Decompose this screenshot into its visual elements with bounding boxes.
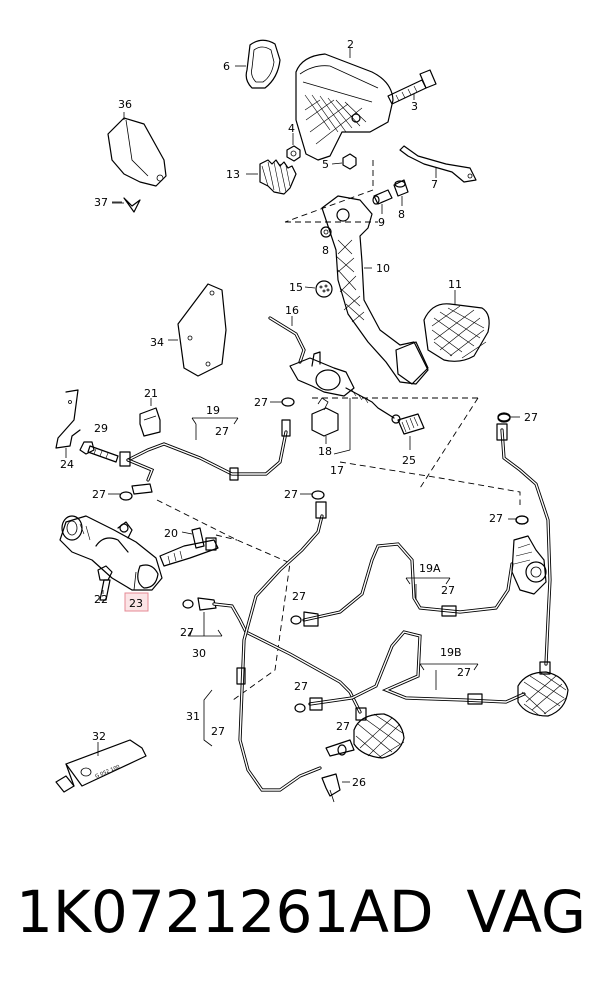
caption-bar: 1K0721261AD VAG: [0, 872, 600, 982]
callout-37: 37: [94, 196, 108, 209]
callout-26: 26: [352, 776, 366, 789]
callout-labels: 2 3 4 5 6 7 8 8 9 10 11 13 15 16 17 18 1…: [60, 38, 538, 789]
callout-27-h: 27: [292, 590, 306, 603]
callout-11: 11: [448, 278, 462, 291]
part-31-clutch-pipe: [203, 501, 327, 792]
part-6-gasket: [235, 39, 281, 89]
callout-27-i: 27: [180, 626, 194, 639]
part-8-bush-lower: [320, 226, 332, 238]
part-22-bolt: [97, 565, 113, 601]
leader-lines: [108, 202, 520, 520]
callout-27-m: 27: [211, 725, 225, 738]
part-3-bolt: [387, 69, 437, 105]
callout-19: 19: [206, 404, 220, 417]
callout-16: 16: [285, 304, 299, 317]
callout-30: 30: [192, 647, 206, 660]
callout-22: 22: [94, 593, 108, 606]
part-11-pedal-pad: [423, 290, 490, 362]
part-24-bracket: [55, 389, 81, 458]
callout-23: 23: [129, 597, 143, 610]
callout-27-g: 27: [441, 584, 455, 597]
callout-15: 15: [289, 281, 303, 294]
callout-13: 13: [226, 168, 240, 181]
callout-31: 31: [186, 710, 200, 723]
o-rings-27: [119, 397, 529, 525]
callout-32: 32: [92, 730, 106, 743]
callout-29: 29: [94, 422, 108, 435]
part-10-clutch-pedal: [321, 195, 429, 385]
part-19A-pipe: [290, 542, 514, 627]
part-37-clip: [112, 197, 141, 213]
callout-36: 36: [118, 98, 132, 111]
part-21-clip: [139, 398, 161, 437]
part-32-grease-tube: G 052 100: [55, 739, 147, 793]
callout-8-lower: 8: [322, 244, 329, 257]
tube-print: G 052 100: [94, 764, 120, 780]
callout-5: 5: [322, 158, 329, 171]
callout-27-f: 27: [489, 512, 503, 525]
callout-6: 6: [223, 60, 230, 73]
part-29-bolt: [79, 441, 119, 463]
part-25-connector: [397, 413, 425, 450]
part-7-wire-bracket: [399, 145, 477, 183]
callout-2: 2: [347, 38, 354, 51]
brand-name: VAG: [466, 878, 586, 946]
part-right-pipe-run: [496, 413, 552, 666]
callout-27-d: 27: [284, 488, 298, 501]
callout-34: 34: [150, 336, 164, 349]
callout-9: 9: [378, 216, 385, 229]
part-number: 1K0721261AD: [16, 878, 434, 946]
pulsation-damper-upper: [511, 535, 547, 595]
part-15-buffer: [304, 280, 333, 298]
part-4-nut: [286, 133, 301, 162]
part-23-clutch-slave-cylinder: [59, 515, 163, 591]
callout-27-b: 27: [215, 425, 229, 438]
callout-18: 18: [318, 445, 332, 458]
part-13-helper-spring: [246, 159, 297, 195]
callout-3: 3: [411, 100, 418, 113]
part-16-hose: [268, 316, 306, 364]
callout-19B: 19B: [440, 646, 462, 659]
part-19-pressure-pipe: [119, 417, 291, 482]
callout-27-j: 27: [457, 666, 471, 679]
part-2-pedal-bracket: [295, 48, 394, 161]
callout-4: 4: [288, 122, 295, 135]
callout-8-upper: 8: [398, 208, 405, 221]
callout-19A: 19A: [419, 562, 441, 575]
part-5-nut: [331, 153, 357, 170]
callout-27-k: 27: [294, 680, 308, 693]
highlight-box: [124, 592, 149, 612]
part-18-clutch-switch: [311, 397, 339, 444]
callout-27-c: 27: [92, 488, 106, 501]
pulsation-damper-lower: [517, 661, 569, 717]
callout-24: 24: [60, 458, 74, 471]
part-30-pipe-connector: [182, 597, 362, 714]
part-34-cover-plate: [168, 283, 227, 377]
part-20-bleed-adapter: [159, 527, 219, 567]
callout-7: 7: [431, 178, 438, 191]
callout-25: 25: [402, 454, 416, 467]
callout-10: 10: [376, 262, 390, 275]
callout-21: 21: [144, 387, 158, 400]
part-8-bush-upper: [393, 179, 409, 206]
callout-17: 17: [330, 464, 344, 477]
exploded-parts-diagram: G 052 100 2 3 4 5 6 7 8 8 9 10 11 13 15 …: [55, 38, 569, 803]
callout-20: 20: [164, 527, 178, 540]
part-19B-pipe: [294, 630, 526, 713]
part-26-clip: [321, 773, 350, 803]
part-17-clutch-master-cylinder: [289, 351, 401, 455]
callout-27-l: 27: [336, 720, 350, 733]
callout-27-a: 27: [254, 396, 268, 409]
part-36-bracket: [107, 112, 167, 187]
pulsation-damper-middle: [325, 707, 405, 759]
part-9-sleeve: [372, 189, 393, 214]
callout-27-e: 27: [524, 411, 538, 424]
assembly-dashed-lines: [156, 160, 521, 701]
